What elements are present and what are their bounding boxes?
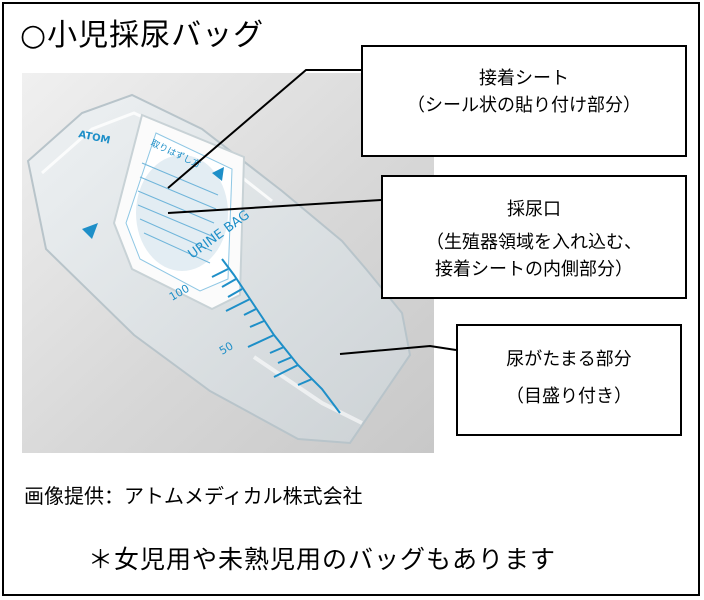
callout-adhesive-sheet-title: 接着シート (479, 68, 569, 89)
leader-line-urine-pool (339, 344, 457, 355)
adhesive-sheet: 取りはずし方 (112, 113, 246, 311)
footnote: ＊女児用や未熟児用のバッグもあります (88, 545, 557, 574)
callout-collection-port: 採尿口 （生殖器領域を入れ込む、 接着シートの内側部分） (381, 175, 687, 299)
image-credit: 画像提供：アトムメディカル株式会社 (24, 484, 363, 508)
callout-adhesive-sheet-desc: （シール状の貼り付け部分） (407, 95, 641, 116)
callout-urine-pool-title: 尿がたまる部分 (506, 349, 632, 370)
callout-urine-pool: 尿がたまる部分 （目盛り付き） (456, 324, 682, 436)
leader-line-adhesive-sheet (167, 69, 361, 189)
tab-arrow-icon (212, 167, 224, 181)
leader-line-collection-port (167, 199, 382, 214)
callout-urine-pool-desc: （目盛り付き） (506, 386, 632, 407)
measurement-scale (211, 258, 341, 414)
callout-collection-port-desc-2: 接着シートの内側部分） (435, 259, 633, 280)
callout-adhesive-sheet: 接着シート （シール状の貼り付け部分） (361, 45, 687, 157)
scale-mark-50: 50 (217, 339, 236, 357)
tab-arrow-icon (82, 223, 98, 239)
callout-collection-port-desc-1: （生殖器領域を入れ込む、 (426, 232, 642, 253)
callout-collection-port-title: 採尿口 (507, 199, 561, 220)
page-title: ○小児採尿バッグ (20, 18, 265, 53)
